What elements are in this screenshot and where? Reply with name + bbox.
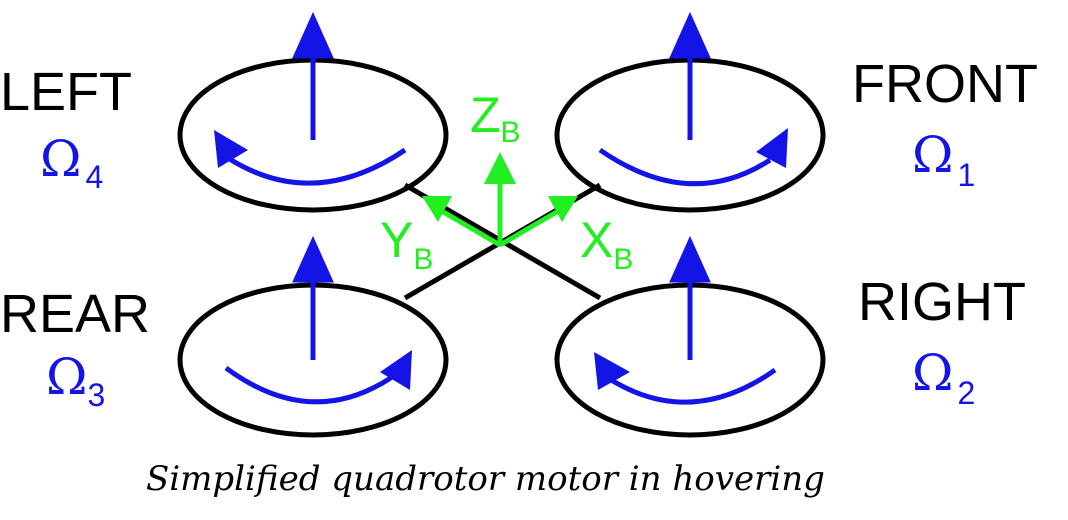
rotation-arc-rear — [224, 365, 397, 405]
thrust-arrowhead-left — [292, 11, 334, 59]
rotation-arrowhead-rear — [380, 350, 412, 390]
rotation-arc-left — [226, 147, 407, 186]
thrust-arrowhead-right — [669, 235, 711, 283]
thrust-arrowhead-rear — [292, 235, 334, 283]
rotation-arrowhead-right — [594, 352, 630, 390]
position-label-right: RIGHT — [858, 272, 1026, 332]
thrust-arrows — [292, 11, 711, 360]
z-axis-arrowhead — [484, 152, 516, 184]
caption: Simplified quadrotor motor in hovering — [146, 459, 825, 499]
thrust-arrowhead-front — [669, 11, 711, 59]
omega-label-rear: Ω3 — [46, 348, 105, 413]
x-axis-label: XB — [580, 212, 633, 276]
y-axis-label: YB — [380, 212, 433, 276]
y-axis-arrowhead — [422, 196, 452, 222]
position-label-front: FRONT — [852, 54, 1038, 114]
body-axes — [422, 152, 578, 248]
z-axis-label: ZB — [470, 87, 521, 149]
position-label-left: LEFT — [0, 62, 132, 122]
x-axis-line — [498, 207, 562, 248]
rotation-arc-right — [606, 367, 777, 405]
position-label-rear: REAR — [0, 284, 150, 344]
rotation-arrowhead-front — [756, 128, 788, 168]
rotation-arc-front — [598, 147, 772, 187]
y-axis-line — [438, 207, 502, 248]
rotation-arrows — [214, 128, 788, 405]
x-axis-arrowhead — [548, 196, 578, 222]
rotation-arrowhead-left — [214, 130, 248, 168]
